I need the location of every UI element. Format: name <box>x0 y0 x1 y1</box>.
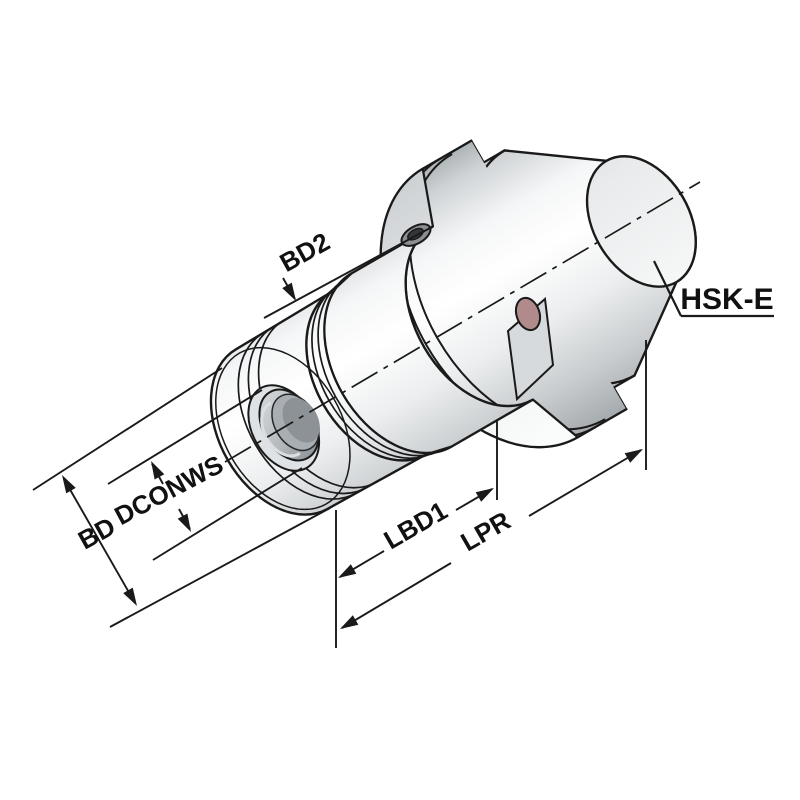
dconws-arrowhead-up <box>151 461 165 480</box>
dconws-arrowhead-down <box>177 513 191 532</box>
dimension-label-lpr: LPR <box>455 505 515 557</box>
hsk-taper-end-face <box>585 155 697 288</box>
lbd1-arrowhead-left <box>338 564 357 578</box>
bd-extension-bottom <box>109 507 331 628</box>
nose-groove-1 <box>237 332 357 500</box>
interface-label-hsk-e: HSK-E <box>680 283 773 316</box>
lpr-arrowhead-right <box>624 449 643 463</box>
bd-dimension-line <box>63 478 136 604</box>
bd-arrowhead-bottom <box>123 587 137 606</box>
dconws-extension-bottom <box>152 467 303 561</box>
collar-ring-2 <box>317 278 444 457</box>
centerline <box>224 181 701 463</box>
lpr-line-left <box>341 562 452 629</box>
hsk-callout-leader <box>653 260 774 318</box>
bore-deep-hole <box>282 397 320 443</box>
dimension-label-dconws: DCONWS <box>109 449 228 531</box>
bore-highlight <box>260 402 301 458</box>
dimension-label-lbd1: LBD1 <box>379 495 453 555</box>
bd2-extension-line <box>263 227 431 319</box>
dimension-label-bd2: BD2 <box>275 226 335 277</box>
bd-arrowhead-top <box>62 475 76 494</box>
bd-extension-top <box>32 367 223 491</box>
lpr-line-right <box>528 449 642 517</box>
collar-ring-1 <box>311 285 435 460</box>
dimension-label-bd: BD <box>73 511 120 555</box>
lpr-arrowhead-left <box>340 615 359 629</box>
hsk-leader-line <box>653 260 682 317</box>
dimension-arrowheads <box>62 282 643 629</box>
bd2-arrowhead <box>282 282 296 301</box>
lbd1-arrowhead-right <box>475 488 494 502</box>
tool-body <box>209 139 697 516</box>
balance-dot <box>514 296 542 332</box>
dconws-extension-top <box>107 389 263 485</box>
